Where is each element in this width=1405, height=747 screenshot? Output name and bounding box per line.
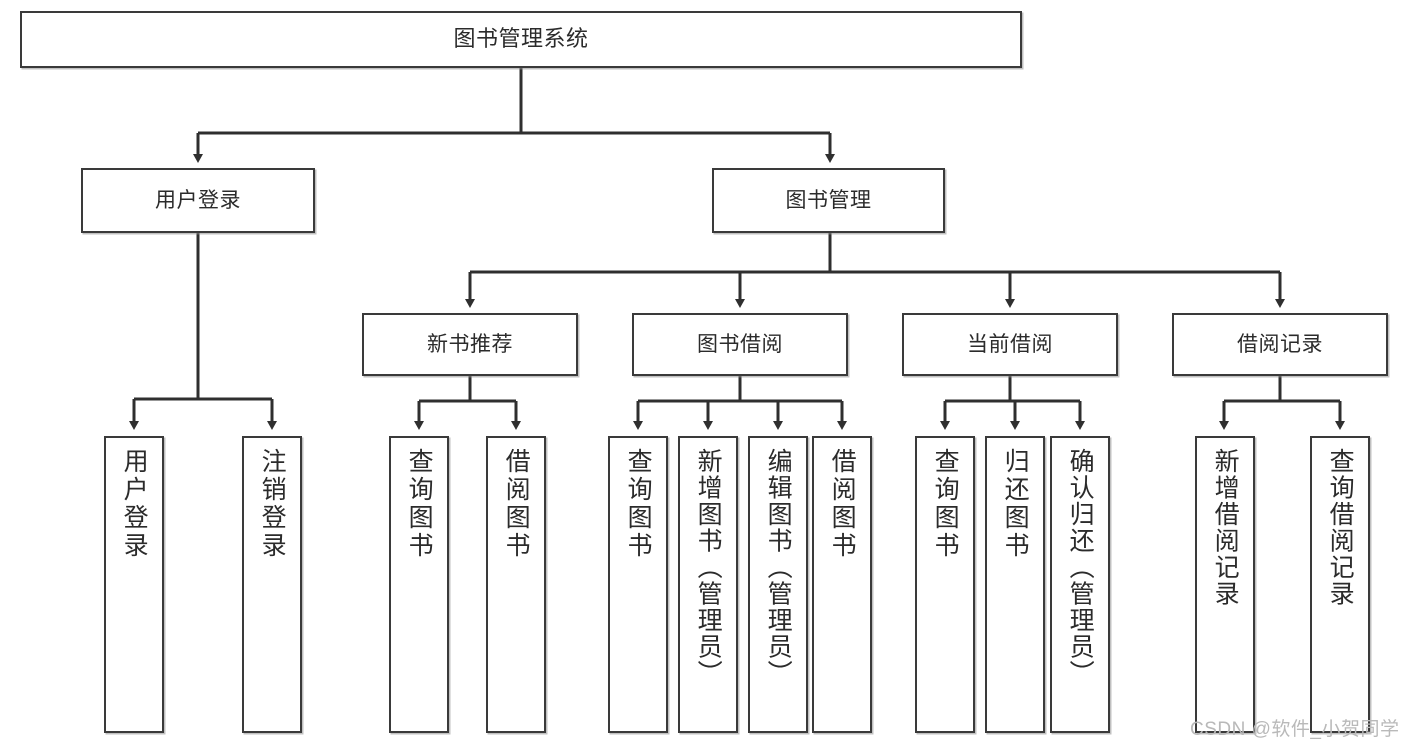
- node-label: 用户登录: [155, 188, 241, 212]
- node-root-system[interactable]: 图书管理系统: [20, 11, 1022, 68]
- node-label: 用户登录: [120, 448, 149, 560]
- leaf-borrow-add-book-admin[interactable]: 新增图书（管理员）: [678, 436, 738, 733]
- node-label: 图书管理系统: [453, 26, 589, 52]
- node-new-book-recommend[interactable]: 新书推荐: [362, 313, 578, 376]
- node-label: 新书推荐: [427, 332, 513, 356]
- node-label: 新增借阅记录: [1211, 448, 1240, 607]
- node-book-borrow[interactable]: 图书借阅: [632, 313, 848, 376]
- node-label: 查询图书: [931, 448, 960, 560]
- node-label: 借阅记录: [1237, 332, 1323, 356]
- leaf-borrow-borrow-book[interactable]: 借阅图书: [812, 436, 872, 733]
- node-label: 图书管理: [785, 188, 872, 212]
- node-borrow-record[interactable]: 借阅记录: [1172, 313, 1388, 376]
- leaf-recommend-query-book[interactable]: 查询图书: [389, 436, 449, 733]
- leaf-user-login-login[interactable]: 用户登录: [104, 436, 164, 733]
- node-label: 确认归还（管理员）: [1066, 448, 1095, 687]
- node-label: 新增图书（管理员）: [694, 448, 723, 687]
- node-label: 查询图书: [624, 448, 653, 560]
- leaf-borrow-edit-book-admin[interactable]: 编辑图书（管理员）: [748, 436, 808, 733]
- leaf-current-confirm-return-admin[interactable]: 确认归还（管理员）: [1050, 436, 1110, 733]
- node-label: 编辑图书（管理员）: [764, 448, 793, 687]
- node-user-login[interactable]: 用户登录: [81, 168, 315, 233]
- node-label: 借阅图书: [828, 448, 857, 560]
- leaf-current-query-book[interactable]: 查询图书: [915, 436, 975, 733]
- node-label: 查询图书: [405, 448, 434, 560]
- node-label: 图书借阅: [697, 332, 783, 356]
- leaf-record-add-record[interactable]: 新增借阅记录: [1195, 436, 1255, 733]
- node-book-management[interactable]: 图书管理: [712, 168, 945, 233]
- node-label: 注销登录: [258, 448, 287, 560]
- node-label: 当前借阅: [967, 332, 1053, 356]
- leaf-recommend-borrow-book[interactable]: 借阅图书: [486, 436, 546, 733]
- leaf-current-return-book[interactable]: 归还图书: [985, 436, 1045, 733]
- node-label: 查询借阅记录: [1326, 448, 1355, 607]
- node-label: 借阅图书: [502, 448, 531, 560]
- leaf-borrow-query-book[interactable]: 查询图书: [608, 436, 668, 733]
- leaf-user-login-logout[interactable]: 注销登录: [242, 436, 302, 733]
- node-current-borrow[interactable]: 当前借阅: [902, 313, 1118, 376]
- leaf-record-query-record[interactable]: 查询借阅记录: [1310, 436, 1370, 733]
- node-label: 归还图书: [1001, 448, 1030, 560]
